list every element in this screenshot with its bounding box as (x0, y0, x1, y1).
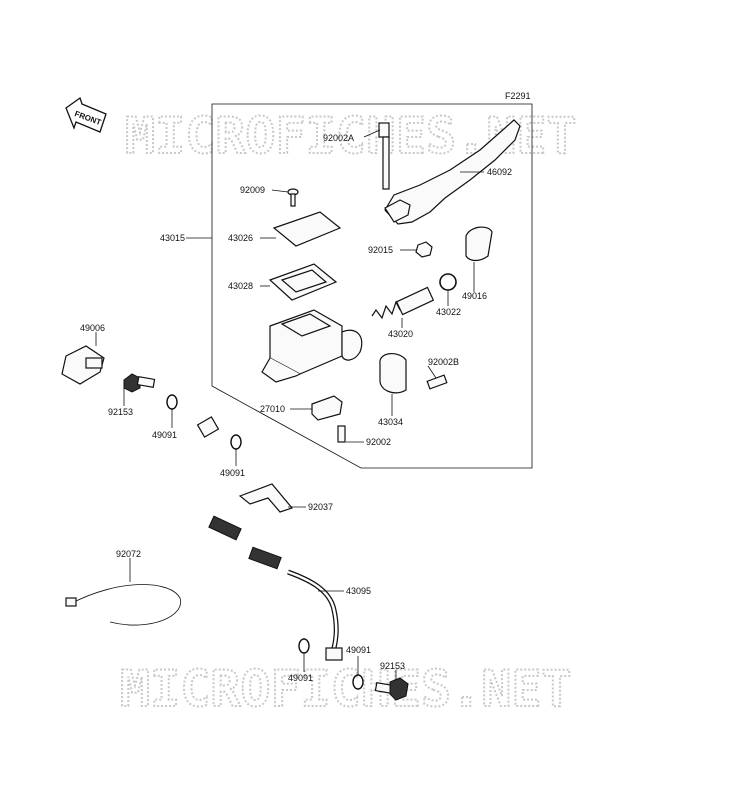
dust-boot (465, 226, 493, 262)
label-43034: 43034 (378, 417, 403, 427)
label-92037: 92037 (308, 502, 333, 512)
reservoir-cap (272, 211, 342, 247)
label-92072: 92072 (116, 549, 141, 559)
label-92015: 92015 (368, 245, 393, 255)
reservoir-diaphragm (268, 263, 338, 301)
hose-tee (61, 345, 105, 385)
switch-screw (337, 425, 346, 443)
clamp-bolt (426, 374, 448, 390)
label-49091-d: 49091 (346, 645, 371, 655)
leader-lines (95, 129, 484, 680)
master-cylinder-body (261, 309, 363, 383)
banjo-bolt-lower (374, 677, 409, 701)
brake-hose-upper (173, 416, 242, 541)
assembly-outline (211, 103, 533, 469)
label-49006: 49006 (80, 323, 105, 333)
label-92153-upper: 92153 (108, 407, 133, 417)
front-arrow-icon: FRONT (65, 96, 107, 133)
label-43022: 43022 (436, 307, 461, 317)
label-92002: 92002 (366, 437, 391, 447)
washer-upper-2 (230, 434, 242, 450)
label-43028: 43028 (228, 281, 253, 291)
circlip (439, 273, 457, 291)
brake-switch (311, 395, 343, 421)
brake-hose-lower (248, 546, 343, 661)
clamp (379, 353, 407, 394)
cable-tie (65, 584, 181, 626)
label-46092: 46092 (487, 167, 512, 177)
label-43015: 43015 (160, 233, 185, 243)
watermark-bottom: MICROFICHES.NET (120, 660, 572, 718)
pivot-bolt (378, 122, 390, 190)
label-92153-lower: 92153 (380, 661, 405, 671)
brake-lever (384, 119, 521, 225)
cap-screw (287, 188, 299, 207)
label-49016: 49016 (462, 291, 487, 301)
label-49091-b: 49091 (220, 468, 245, 478)
label-43095: 43095 (346, 586, 371, 596)
piston-spring (371, 286, 435, 320)
figure-code: F2291 (505, 91, 531, 101)
label-49091-a: 49091 (152, 430, 177, 440)
label-43026: 43026 (228, 233, 253, 243)
banjo-bolt-upper (123, 373, 156, 393)
label-92002B: 92002B (428, 357, 459, 367)
hose-guide (238, 483, 294, 513)
label-49091-c: 49091 (288, 673, 313, 683)
washer-upper-1 (166, 394, 178, 410)
label-92002A: 92002A (323, 133, 354, 143)
washer-lower-1 (298, 638, 310, 654)
label-43020: 43020 (388, 329, 413, 339)
label-92009: 92009 (240, 185, 265, 195)
pivot-nut (415, 241, 433, 258)
label-27010: 27010 (260, 404, 285, 414)
